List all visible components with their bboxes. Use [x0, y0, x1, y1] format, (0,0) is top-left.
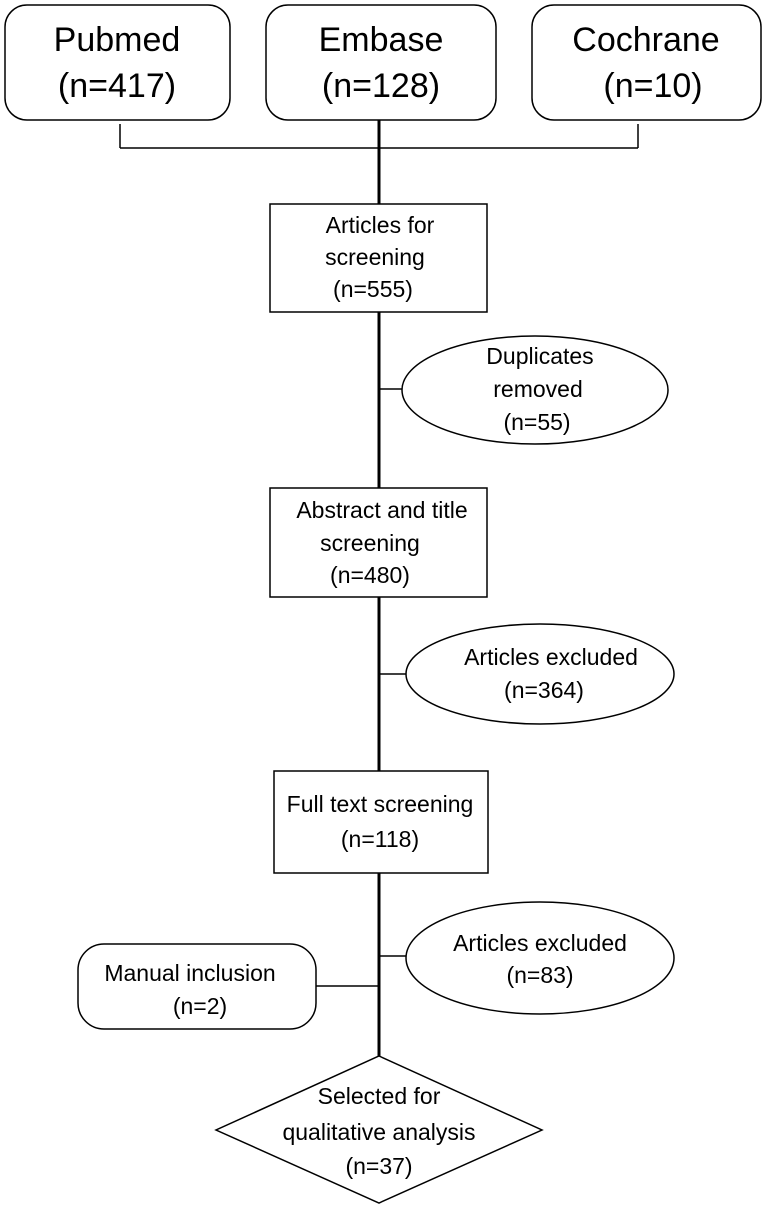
- source-box-pubmed: Pubmed (n=417): [4, 4, 231, 121]
- source-pubmed-count: (n=417): [58, 67, 176, 105]
- screening-line-1: Articles for: [326, 212, 435, 238]
- fulltext-box-shape: [273, 770, 489, 874]
- source-box-embase: Embase (n=128): [265, 4, 497, 121]
- selected-diamond: Selected for qualitative analysis (n=37): [214, 1055, 544, 1204]
- duplicates-ellipse: Duplicates removed (n=55): [401, 335, 669, 445]
- screening-count: (n=555): [333, 276, 413, 302]
- selected-diamond-shape: [214, 1055, 544, 1204]
- excluded1-ellipse: Articles excluded (n=364): [405, 623, 675, 725]
- source-embase-name: Embase: [319, 21, 444, 59]
- source-embase-count: (n=128): [322, 67, 440, 105]
- screening-line-2: screening: [325, 244, 425, 270]
- excluded1-ellipse-shape: [405, 623, 675, 725]
- duplicates-count: (n=55): [503, 409, 570, 435]
- excluded2-count: (n=83): [506, 962, 573, 988]
- excluded1-line-1: Articles excluded: [464, 644, 638, 670]
- selected-line-2: qualitative analysis: [282, 1119, 475, 1145]
- duplicates-line-1: Duplicates: [486, 343, 593, 369]
- selected-line-1: Selected for: [318, 1083, 441, 1109]
- selected-count: (n=37): [345, 1153, 412, 1179]
- screening-box: Articles for screening (n=555): [269, 203, 488, 313]
- fulltext-count: (n=118): [341, 826, 419, 852]
- fulltext-line-1: Full text screening: [287, 791, 474, 817]
- abstract-box: Abstract and title screening (n=480): [269, 487, 488, 598]
- fulltext-box: Full text screening (n=118): [273, 770, 489, 874]
- screening-box-shape: [269, 203, 488, 313]
- source-box-embase-shape: [265, 4, 497, 121]
- source-cochrane-name: Cochrane: [572, 21, 719, 59]
- source-pubmed-name: Pubmed: [54, 21, 181, 59]
- manual-inclusion-box: Manual inclusion (n=2): [77, 943, 317, 1030]
- excluded2-ellipse-shape: [405, 901, 675, 1015]
- connectors: [119, 120, 639, 1056]
- abstract-box-shape: [269, 487, 488, 598]
- source-box-pubmed-shape: [4, 4, 231, 121]
- manual-count: (n=2): [173, 993, 227, 1019]
- duplicates-line-2: removed: [493, 376, 582, 402]
- manual-inclusion-shape: [77, 943, 317, 1030]
- duplicates-ellipse-shape: [401, 335, 669, 445]
- excluded1-count: (n=364): [504, 677, 584, 703]
- abstract-line-2: screening: [320, 530, 420, 556]
- abstract-count: (n=480): [330, 562, 410, 588]
- excluded2-ellipse: Articles excluded (n=83): [405, 901, 675, 1015]
- source-cochrane-count: (n=10): [603, 67, 702, 105]
- abstract-line-1: Abstract and title: [296, 497, 467, 523]
- source-box-cochrane-shape: [531, 4, 762, 121]
- source-box-cochrane: Cochrane (n=10): [531, 4, 762, 121]
- excluded2-line-1: Articles excluded: [453, 930, 627, 956]
- manual-line-1: Manual inclusion: [104, 960, 275, 986]
